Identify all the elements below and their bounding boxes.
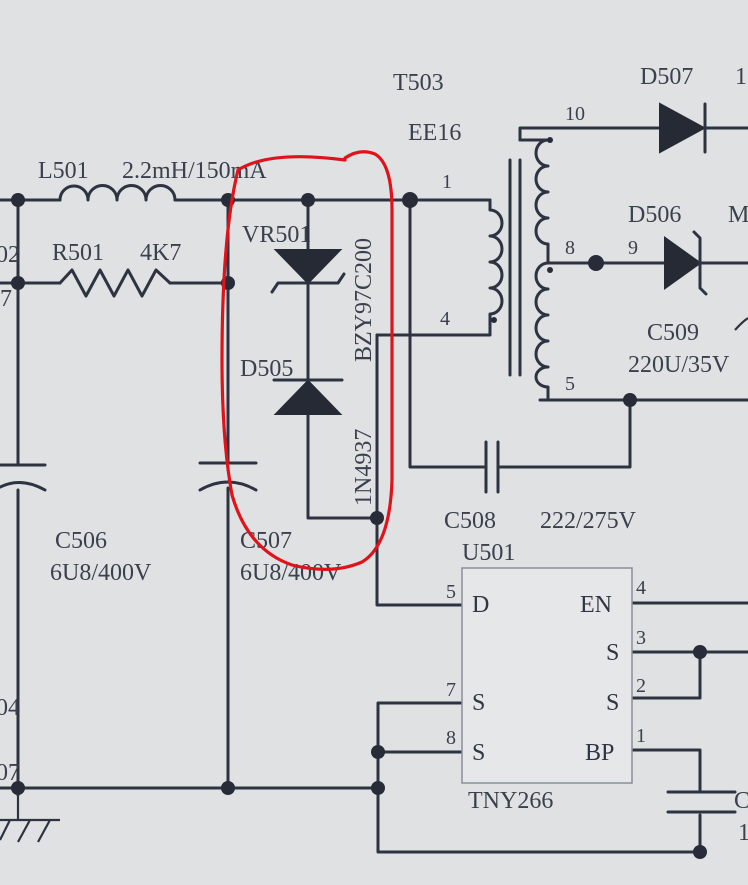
resistor-R501 xyxy=(58,268,172,298)
label-C509: C509 xyxy=(647,320,699,346)
transformer-T503 xyxy=(488,137,553,402)
label-R501: R501 xyxy=(52,240,104,266)
label-D505-part: 1N4937 xyxy=(351,429,377,506)
label-edge-1b: 1 xyxy=(738,820,748,846)
chip-pin-D: D xyxy=(472,592,489,618)
label-edge-7: 7 xyxy=(0,286,12,312)
label-C506-value: 6U8/400V xyxy=(50,560,152,586)
inductor-L501 xyxy=(58,184,177,202)
tpin-4: 4 xyxy=(440,308,450,330)
label-edge-1a: 1 xyxy=(735,64,747,90)
chip-num-5: 5 xyxy=(446,581,456,603)
zener-D506 xyxy=(664,230,708,296)
diode-D507 xyxy=(659,102,707,154)
chip-pin-S3: S xyxy=(606,640,619,666)
tpin-5: 5 xyxy=(565,373,575,395)
label-D507: D507 xyxy=(640,64,693,90)
label-L501-value: 2.2mH/150mA xyxy=(122,158,267,184)
label-EE16: EE16 xyxy=(408,120,461,146)
label-edge-07: 07 xyxy=(0,760,20,786)
label-T503: T503 xyxy=(393,70,444,96)
chip-pin-BP: BP xyxy=(585,740,614,766)
tpin-8: 8 xyxy=(565,237,575,259)
chip-pin-S2: S xyxy=(606,690,619,716)
chip-pin-EN: EN xyxy=(580,592,612,618)
tpin-10: 10 xyxy=(565,103,585,125)
chip-num-4: 4 xyxy=(636,577,646,599)
ic-U501 xyxy=(461,567,633,784)
chip-num-8: 8 xyxy=(446,727,456,749)
capacitor-C509-symbol xyxy=(734,317,748,331)
capacitor-C506 xyxy=(0,463,47,492)
chip-pin-S8: S xyxy=(472,740,485,766)
label-C506: C506 xyxy=(55,528,107,554)
tpin-1: 1 xyxy=(442,171,452,193)
label-C508-value: 222/275V xyxy=(540,508,637,534)
label-edge-02: 02 xyxy=(0,242,20,268)
zener-VR501 xyxy=(270,249,346,294)
diode-D505 xyxy=(272,378,344,415)
red-circle-annotation xyxy=(220,150,394,571)
capacitor-C508 xyxy=(484,440,500,494)
chip-num-3: 3 xyxy=(636,627,646,649)
label-edge-C: C xyxy=(734,788,748,814)
label-R501-value: 4K7 xyxy=(140,240,181,266)
label-U501-part: TNY266 xyxy=(468,788,553,814)
label-C509-value: 220U/35V xyxy=(628,352,730,378)
label-L501: L501 xyxy=(38,158,89,184)
chip-num-1: 1 xyxy=(636,725,646,747)
label-VR501-part: BZY97C200 xyxy=(351,238,377,362)
chip-pin-labels: D EN S S S S BP 5 4 3 2 7 8 1 xyxy=(446,577,646,766)
label-D506: D506 xyxy=(628,202,681,228)
label-VR501: VR501 xyxy=(242,222,311,248)
chip-num-2: 2 xyxy=(636,675,646,697)
label-D505: D505 xyxy=(240,356,293,382)
wiring xyxy=(0,126,748,854)
label-edge-04: 04 xyxy=(0,695,20,721)
chip-pin-S7: S xyxy=(472,690,485,716)
capacitor-bottom-right xyxy=(666,790,737,814)
label-U501: U501 xyxy=(462,540,515,566)
label-C508: C508 xyxy=(444,508,496,534)
chip-num-7: 7 xyxy=(446,679,456,701)
tpin-9: 9 xyxy=(628,237,638,259)
transformer-pin-labels: 1 4 10 8 9 5 xyxy=(440,103,638,395)
label-edge-M: M xyxy=(728,202,748,228)
